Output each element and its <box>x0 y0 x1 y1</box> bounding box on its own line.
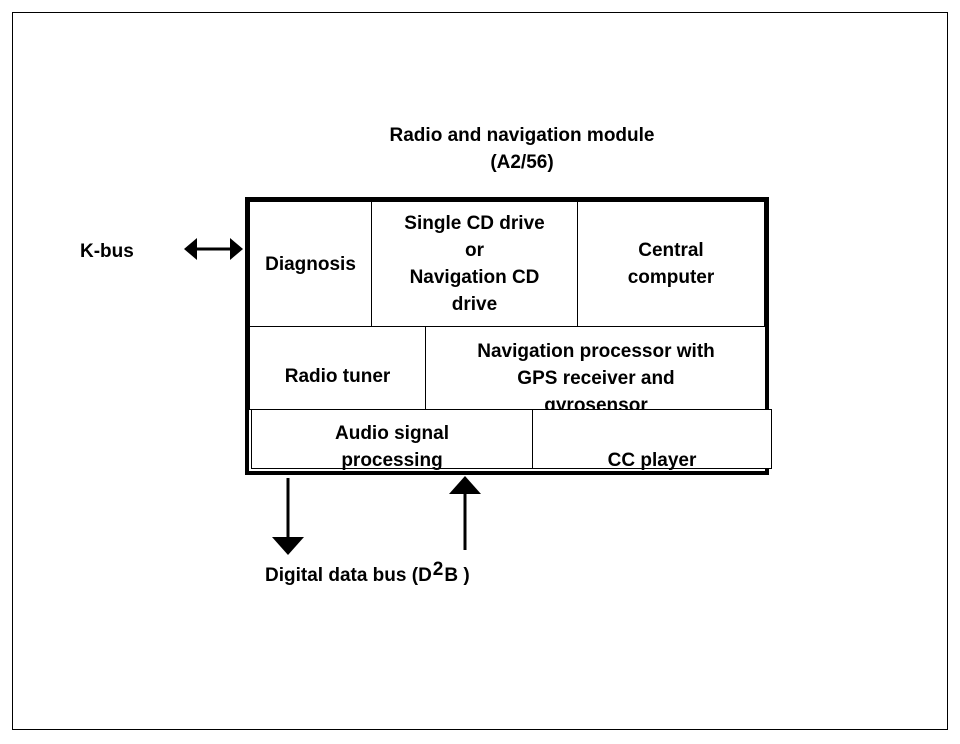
cc-player-label: CC player <box>607 450 697 471</box>
central-computer-line: computer <box>627 267 715 288</box>
module-box <box>245 197 769 475</box>
d2b-label: Digital data bus (D2B ) <box>265 559 470 589</box>
diagram-frame <box>12 12 948 730</box>
cc-player-cell: CC player <box>532 409 772 471</box>
module-title: Radio and navigation module <box>389 125 655 146</box>
cd-drive-line: or <box>464 240 484 261</box>
audio-processing-line: Audio signal <box>335 423 449 444</box>
audio-processing-cell: Audio signal processing <box>251 409 533 471</box>
diagnosis-label: Diagnosis <box>265 253 356 275</box>
cd-drive-line: Navigation CD <box>409 267 540 288</box>
cd-drive-line: Single CD drive <box>404 213 545 234</box>
cd-drive-line: drive <box>451 294 498 315</box>
up-arrow-icon <box>449 476 481 550</box>
central-computer-cell: Central computer <box>577 201 765 327</box>
kbus-arrow-icon <box>184 238 243 260</box>
d2b-superscript: 2 <box>432 559 444 580</box>
navigation-processor-line: Navigation processor with <box>477 341 715 362</box>
d2b-prefix: Digital data bus (D <box>265 565 432 586</box>
navigation-processor-line: GPS receiver and <box>517 368 675 389</box>
d2b-suffix: B ) <box>444 565 470 586</box>
down-arrow-icon <box>272 478 304 555</box>
radio-tuner-label: Radio tuner <box>284 365 391 387</box>
audio-processing-line: processing <box>341 450 443 471</box>
kbus-label: K-bus <box>80 241 134 262</box>
module-code: (A2/56) <box>490 152 554 173</box>
central-computer-line: Central <box>638 240 704 261</box>
